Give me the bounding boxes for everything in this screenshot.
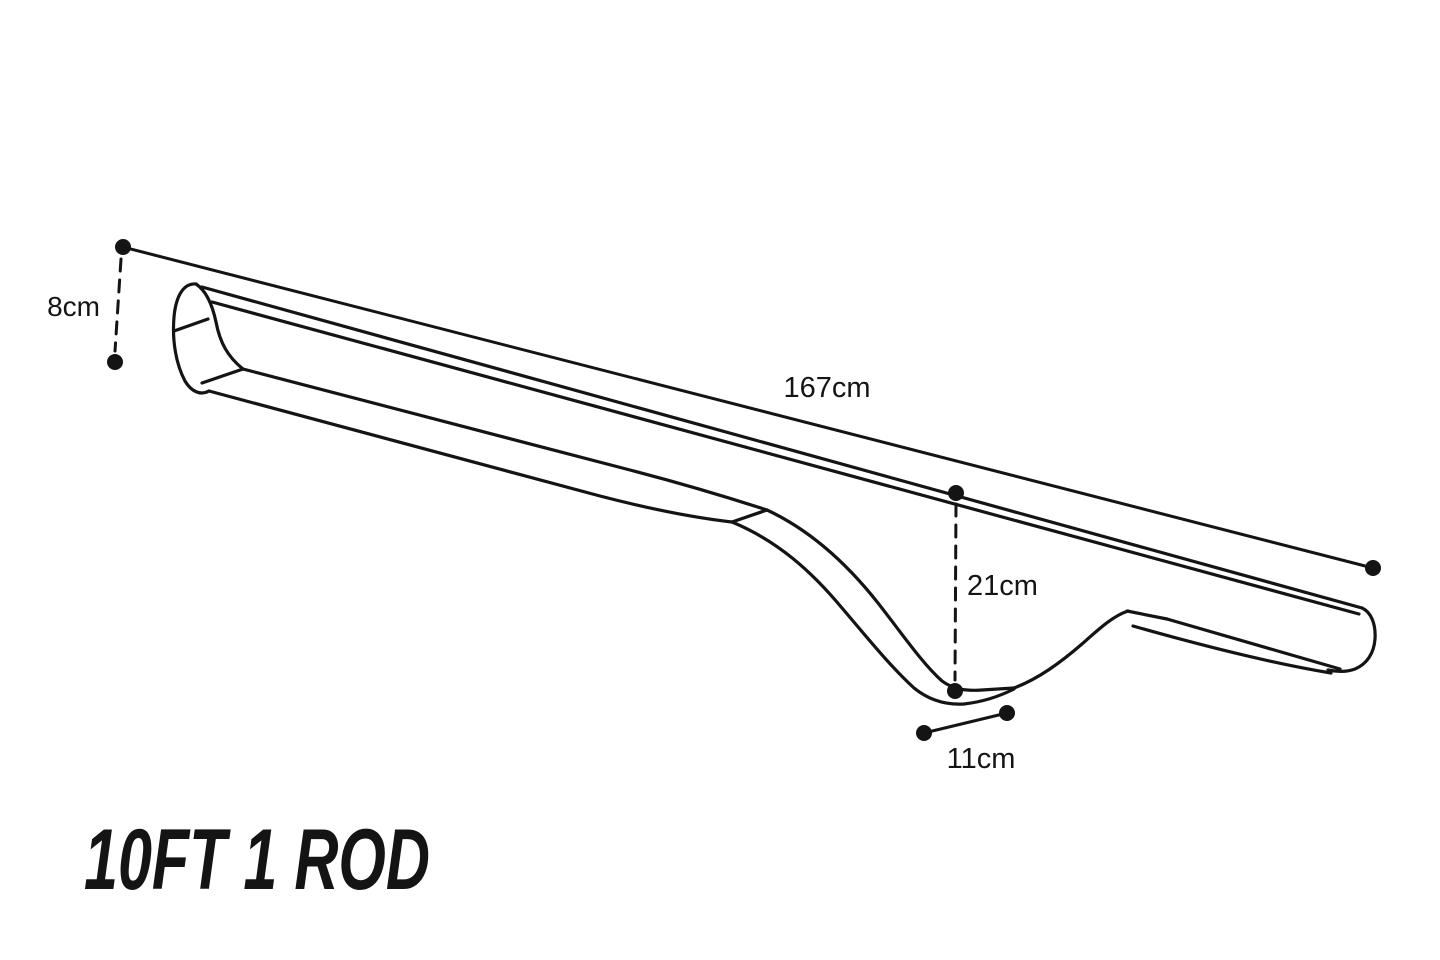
end-height-dashed-line: [113, 257, 123, 353]
end-height-dot-bottom: [107, 354, 123, 370]
end-height-label: 8cm: [47, 291, 100, 322]
near-wall-top-edge: [241, 367, 769, 512]
right-wall-bottom-edge: [1131, 624, 1333, 675]
right-wall-top-edge: [1165, 617, 1342, 671]
left-transition-tick: [730, 508, 769, 524]
base-width-dimension-line: [922, 711, 1009, 735]
right-transition-tick: [1125, 609, 1169, 621]
rim-outer-edge: [200, 285, 1364, 610]
left-end-cap-outline: [171, 282, 211, 395]
rod-holder-drawing: [171, 282, 1377, 706]
dimension-labels: 8cm 167cm 21cm 11cm: [47, 291, 1038, 775]
base-width-label: 11cm: [947, 743, 1016, 775]
left-end-cap-crease-lower: [200, 367, 245, 385]
drop-depth-dashed-line: [953, 502, 958, 682]
product-title: 10FT 1 ROD: [84, 812, 430, 908]
drop-depth-dot-bottom: [947, 683, 963, 699]
dimension-lines: [107, 239, 1381, 741]
drop-pocket-rise-curve: [1012, 609, 1130, 690]
right-end-cap-outline: [1326, 606, 1377, 673]
left-end-cap-crease-upper: [172, 317, 210, 333]
base-width-dot-right: [999, 705, 1015, 721]
length-label: 167cm: [783, 372, 870, 404]
near-wall-bottom-edge: [207, 389, 734, 524]
drop-pocket-outer-curve: [730, 520, 1016, 706]
left-end-cap-edge: [194, 282, 245, 371]
length-dimension-dot-right: [1365, 560, 1381, 576]
drop-depth-label: 21cm: [967, 570, 1038, 602]
drop-depth-dot-top: [948, 485, 964, 501]
length-dimension-dot-left: [115, 239, 131, 255]
length-dimension-line: [121, 245, 1375, 570]
base-width-dot-left: [916, 725, 932, 741]
rim-inner-edge: [210, 300, 1361, 616]
